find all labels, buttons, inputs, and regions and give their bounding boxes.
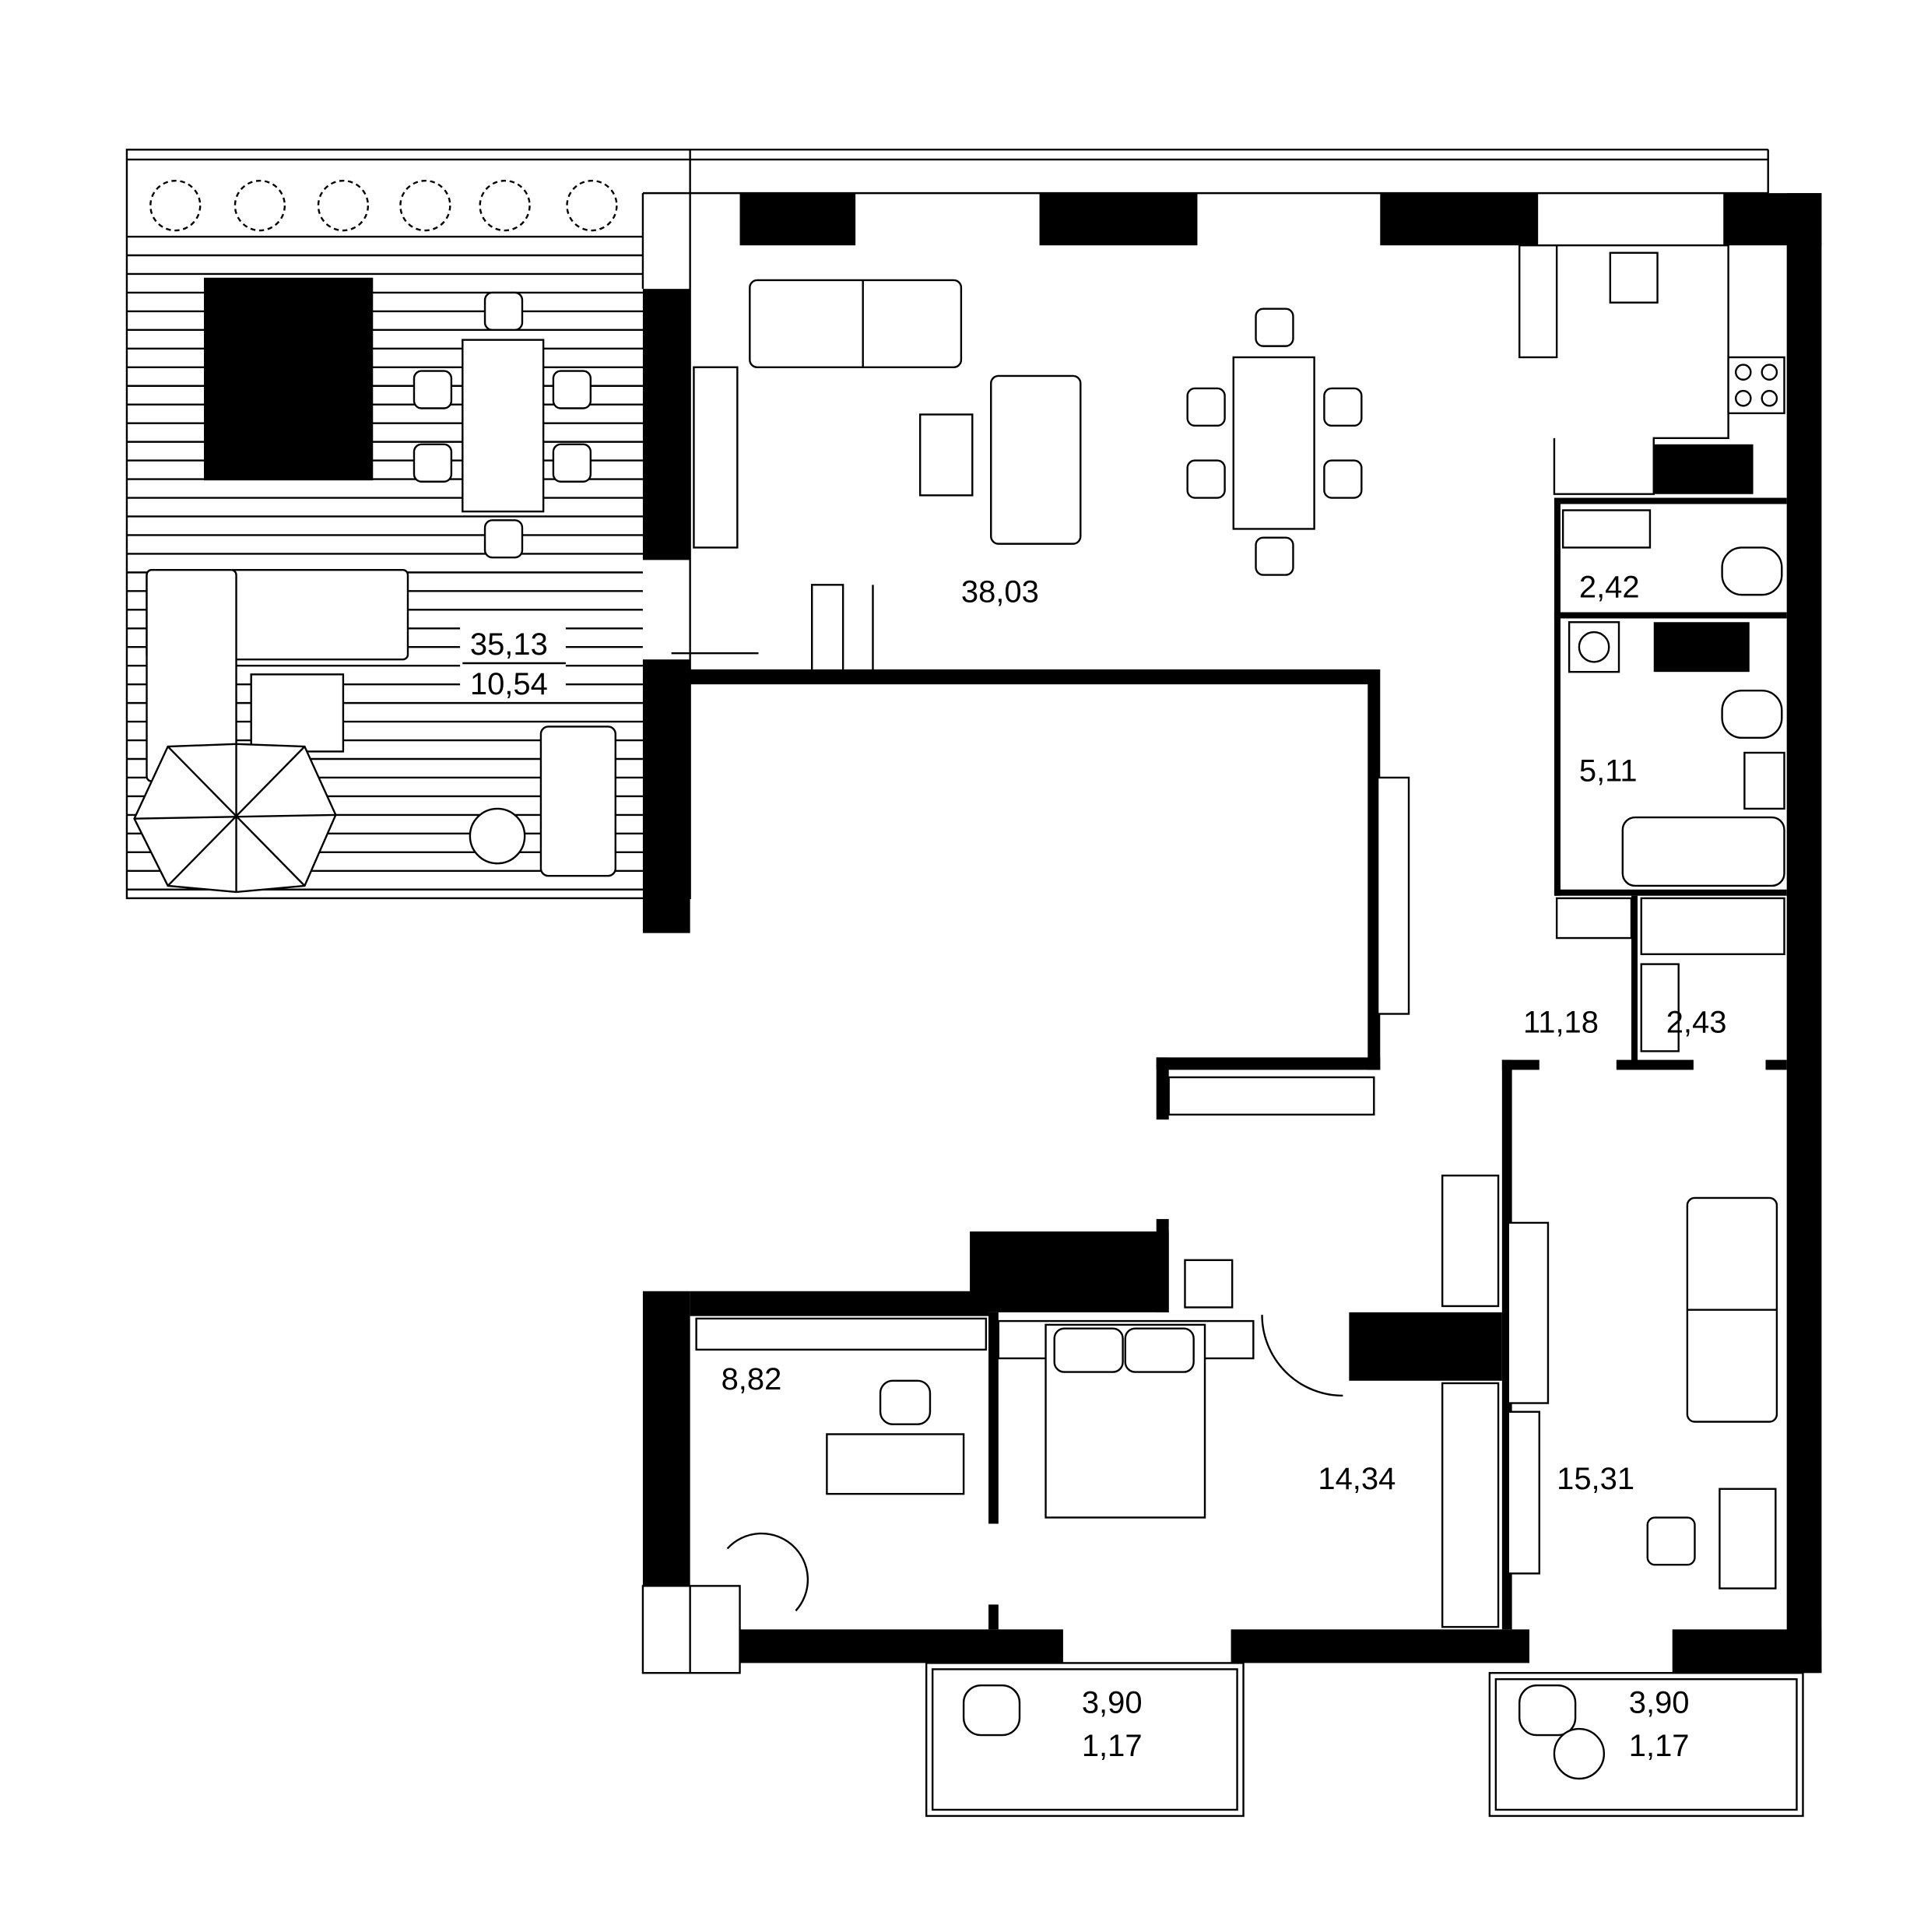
- terrace-sofa: [133, 568, 616, 894]
- plant-icon: [149, 179, 202, 232]
- bedroom: 14,34: [997, 1259, 1396, 1519]
- living-area: 38,03: [961, 575, 1039, 609]
- bedroom-area: 14,34: [1318, 1462, 1396, 1496]
- terrace-dining-table: [413, 291, 592, 559]
- plant-icon: [233, 179, 286, 232]
- hall-area: 11,18: [1523, 1005, 1599, 1039]
- plant-icon: [566, 179, 618, 232]
- terrace: 35,13 10,54: [125, 149, 1769, 900]
- plant-icon: [479, 179, 531, 232]
- wc-area: 2,42: [1579, 570, 1640, 604]
- terrace-fire-pit: [203, 277, 374, 481]
- wc: 2,42: [1561, 509, 1783, 604]
- hall: 11,18: [1167, 776, 1633, 1628]
- balcony-1-area: 3,90: [1082, 1685, 1143, 1719]
- study-area: 8,82: [721, 1362, 782, 1396]
- bedroom-2: 15,31: [1507, 1196, 1778, 1590]
- balcony-1-area-reduced: 1,17: [1082, 1729, 1143, 1763]
- study: 8,82: [641, 1317, 988, 1674]
- bathroom: 5,11: [1568, 621, 1785, 887]
- balcony-2-area: 3,90: [1629, 1685, 1690, 1719]
- plant-icon: [399, 179, 451, 232]
- wardrobe-area: 2,43: [1666, 1005, 1727, 1039]
- bathroom-area: 5,11: [1579, 754, 1638, 789]
- walls: [642, 193, 1822, 1674]
- balcony-2-area-reduced: 1,17: [1629, 1729, 1690, 1763]
- terrace-plants: [149, 179, 618, 232]
- plant-icon: [317, 179, 370, 232]
- bedroom-2-area: 15,31: [1557, 1462, 1634, 1496]
- terrace-area: 35,13: [470, 627, 548, 662]
- balcony-2: 3,90 1,17: [1488, 1672, 1804, 1818]
- terrace-area-reduced: 10,54: [470, 667, 548, 701]
- balcony-1: 3,90 1,17: [925, 1662, 1245, 1818]
- wardrobe: 2,43: [1640, 897, 1785, 1052]
- living-kitchen: 38,03: [671, 244, 1785, 673]
